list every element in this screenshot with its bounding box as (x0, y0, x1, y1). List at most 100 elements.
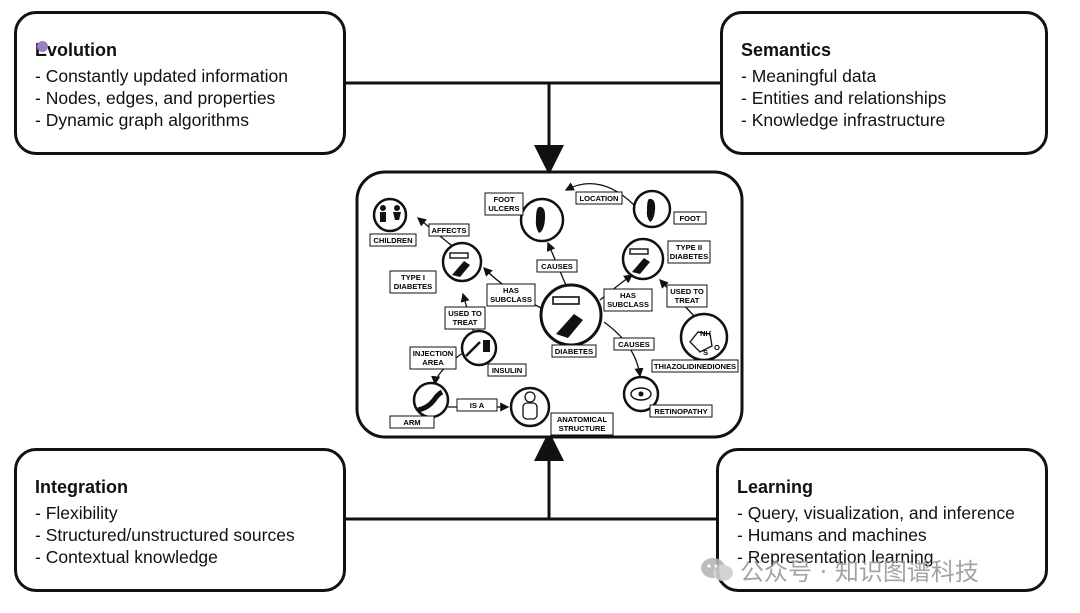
type2-label-box (667, 240, 711, 264)
children-label-box (369, 233, 417, 247)
integration-title: Integration (35, 477, 128, 497)
central-hand-shape (556, 314, 583, 338)
used-to-treat-left-line1: USED TO (448, 309, 482, 318)
molecule-ring (689, 331, 713, 353)
node-type2-diabetes: TYPE II DIABETES (621, 237, 711, 281)
insulin-icon (460, 329, 498, 367)
molecule-o: O (714, 343, 720, 352)
injection-area-line1: INJECTION (413, 349, 454, 358)
anatomy-head (524, 391, 536, 403)
anatomical-label-box (550, 412, 614, 436)
used-to-treat-right-line1: USED TO (670, 287, 704, 296)
insulin-label: INSULIN (492, 366, 522, 375)
semantics-item: Meaningful data (741, 65, 1045, 87)
has-subclass-right-line2: SUBCLASS (607, 300, 649, 309)
affects-label: AFFECTS (431, 226, 466, 235)
type2-label-line2: DIABETES (670, 252, 708, 261)
syringe-hand-icon-2 (621, 237, 665, 281)
edge-injection-area (431, 351, 465, 386)
learning-item: Query, visualization, and inference (737, 502, 1045, 524)
injection-area-label-box (409, 346, 457, 370)
foot-ulcers-label-line1: FOOT (493, 195, 514, 204)
anatomical-label-line1: ANATOMICAL (557, 415, 608, 424)
causes-right-label-box (613, 337, 655, 351)
used-to-treat-right-line2: TREAT (675, 296, 700, 305)
eye-pupil (638, 391, 644, 397)
node-arm: ARM (389, 381, 450, 429)
thiazo-label-box (651, 359, 739, 373)
insulin-vial-shape (483, 340, 490, 352)
learning-list: Query, visualization, and inference Huma… (737, 502, 1045, 568)
causes-top-label: CAUSES (541, 262, 573, 271)
used-to-treat-right-label-box (666, 284, 708, 308)
injection-area-line2: AREA (422, 358, 444, 367)
integration-card: Integration Flexibility Structured/unstr… (14, 448, 346, 592)
has-subclass-left-line1: HAS (503, 286, 519, 295)
children-icon (372, 197, 408, 233)
evolution-list: Constantly updated information Nodes, ed… (35, 65, 343, 131)
evolution-title: Evolution (35, 40, 117, 60)
integration-item: Contextual knowledge (35, 546, 343, 568)
children-label: CHILDREN (373, 236, 412, 245)
has-subclass-left-line2: SUBCLASS (490, 295, 532, 304)
hand-shape-2 (632, 258, 650, 274)
node-type1-diabetes: TYPE I DIABETES (389, 241, 483, 294)
semantics-item: Knowledge infrastructure (741, 109, 1045, 131)
syringe-shape (449, 252, 469, 259)
node-children: CHILDREN (369, 197, 417, 247)
location-label-box (575, 191, 623, 205)
diabetes-icon (539, 283, 603, 347)
integration-item: Structured/unstructured sources (35, 524, 343, 546)
node-foot-ulcers: FOOT ULCERS (484, 192, 565, 243)
watermark-text: 公众号 · 知识图谱科技 (740, 558, 979, 586)
affects-label-box (428, 223, 470, 237)
edge-has-subclass-right (599, 274, 634, 301)
evolution-item: Constantly updated information (35, 65, 343, 87)
node-foot: FOOT (632, 189, 707, 229)
arm-label: ARM (403, 418, 420, 427)
used-to-treat-left-label-box (444, 306, 486, 330)
footprint-shape (535, 206, 546, 233)
foot-label-box (673, 211, 707, 225)
semantics-card: Semantics Meaningful data Entities and r… (720, 11, 1048, 155)
type1-label-line1: TYPE I (401, 273, 425, 282)
used-to-treat-left-line2: TREAT (453, 318, 478, 327)
causes-right-label: CAUSES (618, 340, 650, 349)
diabetes-label-box (551, 344, 597, 358)
has-subclass-left-label-box (486, 283, 536, 307)
child-head-left (380, 205, 386, 211)
diabetes-label: DIABETES (555, 347, 593, 356)
location-label: LOCATION (579, 194, 618, 203)
node-anatomical-structure: ANATOMICAL STRUCTURE (509, 386, 614, 436)
insulin-label-box (487, 363, 527, 377)
type2-label-line1: TYPE II (676, 243, 702, 252)
status-dot (37, 41, 48, 52)
node-retinopathy: RETINOPATHY (622, 375, 713, 418)
semantics-list: Meaningful data Entities and relationshi… (741, 65, 1045, 131)
learning-item: Humans and machines (737, 524, 1045, 546)
thiazo-label: THIAZOLIDINEDIONES (654, 362, 736, 371)
learning-card: Learning Query, visualization, and infer… (716, 448, 1048, 592)
molecule-nh: NH (700, 329, 711, 338)
hand-shape (452, 261, 470, 277)
foot-ulcers-label-box (484, 192, 524, 216)
anatomy-torso (522, 402, 538, 420)
integration-list: Flexibility Structured/unstructured sour… (35, 502, 343, 568)
causes-top-label-box (536, 259, 578, 273)
foot-label: FOOT (679, 214, 700, 223)
child-body-left (380, 212, 386, 222)
evolution-item: Dynamic graph algorithms (35, 109, 343, 131)
learning-item: Representation learning (737, 546, 1045, 568)
type1-label-box (389, 270, 437, 294)
child-head-right (394, 205, 400, 211)
child-body-right (393, 212, 401, 220)
has-subclass-right-line1: HAS (620, 291, 636, 300)
syringe-shape-2 (629, 248, 649, 255)
is-a-label: IS A (470, 401, 485, 410)
central-syringe-shape (552, 296, 580, 305)
node-insulin: INSULIN (460, 329, 527, 377)
retinopathy-label-box (649, 404, 713, 418)
syringe-hand-icon (441, 241, 483, 283)
